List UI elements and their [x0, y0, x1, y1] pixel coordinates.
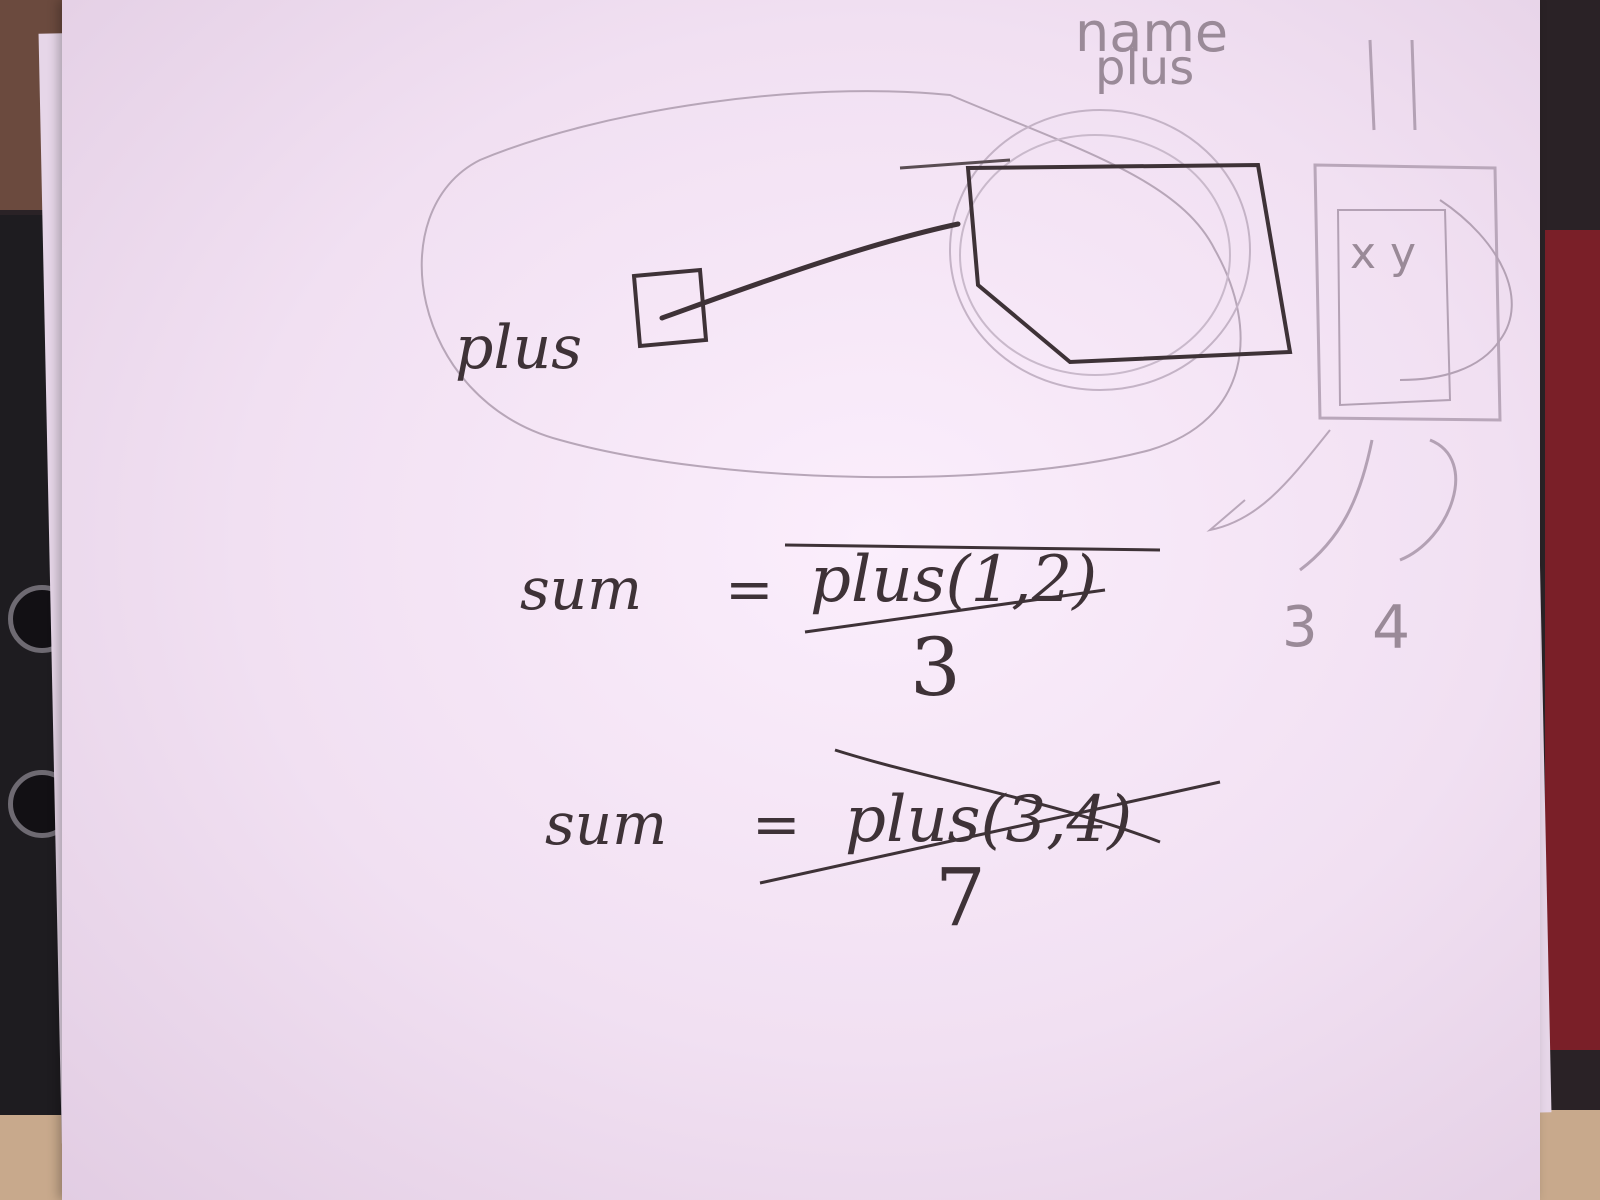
return-arrow: [1210, 430, 1330, 530]
argument-b-label: 4: [1372, 598, 1410, 658]
frame-stem: [1370, 40, 1374, 130]
equation-2-equals: =: [752, 795, 801, 853]
equation-2-call: plus(3,4): [845, 788, 1132, 852]
pointer-arrow: [662, 224, 958, 318]
equation-1-call: plus(1,2): [810, 548, 1097, 612]
equation-1-lhs: sum: [520, 560, 642, 618]
function-circle: [960, 135, 1230, 375]
return-arrow: [1400, 440, 1456, 560]
frame-stem: [1412, 40, 1415, 130]
equation-2-result: 7: [935, 858, 986, 938]
frame-params-label: x y: [1350, 232, 1416, 276]
equation-1-equals: =: [725, 560, 774, 618]
variable-label: plus: [455, 318, 582, 378]
frame-box: [1315, 165, 1500, 420]
argument-a-label: 3: [1282, 600, 1318, 656]
return-arrow: [1300, 440, 1372, 570]
function-object: [968, 165, 1290, 362]
equation-2-lhs: sum: [545, 795, 667, 853]
frame-function-label: plus: [1095, 44, 1194, 92]
equation-1-result: 3: [910, 628, 961, 708]
function-circle: [950, 110, 1250, 390]
scope-oval: [422, 91, 1241, 477]
